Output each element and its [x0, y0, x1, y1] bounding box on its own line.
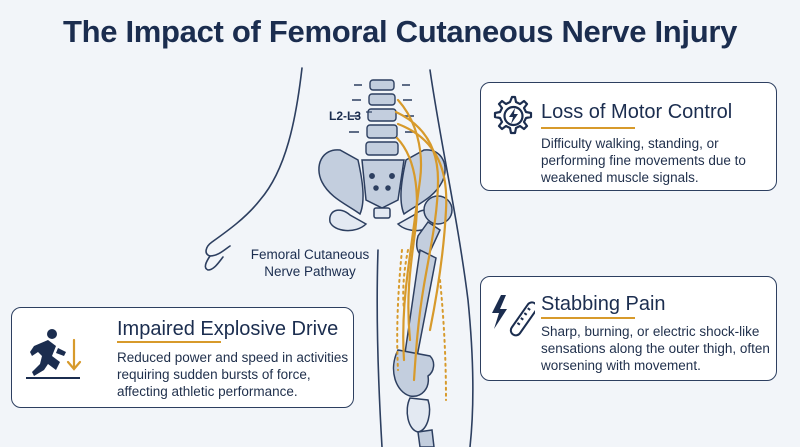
- nerve-pathway-label: Femoral Cutaneous Nerve Pathway: [250, 247, 370, 279]
- nerve-branches: [396, 249, 447, 401]
- title-underline: [541, 317, 635, 319]
- sprinter-down-arrow-icon: [26, 329, 82, 379]
- stabbing-pain-title: Stabbing Pain: [541, 293, 666, 315]
- stabbing-pain-description: Sharp, burning, or electric shock-like s…: [541, 324, 770, 373]
- page-title: The Impact of Femoral Cutaneous Nerve In…: [62, 14, 738, 49]
- motor-control-card: Loss of Motor Control Difficulty walking…: [480, 82, 777, 191]
- lightning-thermometer-icon: [492, 295, 535, 337]
- explosive-drive-title: Impaired Explosive Drive: [117, 318, 339, 340]
- motor-control-description: Difficulty walking, standing, or perform…: [541, 136, 746, 185]
- stabbing-pain-card: Stabbing Pain Sharp, burning, or electri…: [480, 276, 777, 381]
- spine-level-label: L2-L3: [329, 109, 362, 123]
- gear-lightning-icon: [493, 95, 533, 135]
- body-outline: [204, 67, 474, 447]
- explosive-drive-card: Impaired Explosive Drive Reduced power a…: [11, 307, 354, 408]
- title-underline: [117, 341, 221, 343]
- title-underline: [541, 127, 635, 129]
- spine: [349, 79, 415, 156]
- nerve-pathway: [394, 98, 448, 382]
- explosive-drive-description: Reduced power and speed in activities re…: [117, 350, 349, 399]
- motor-control-title: Loss of Motor Control: [541, 101, 733, 123]
